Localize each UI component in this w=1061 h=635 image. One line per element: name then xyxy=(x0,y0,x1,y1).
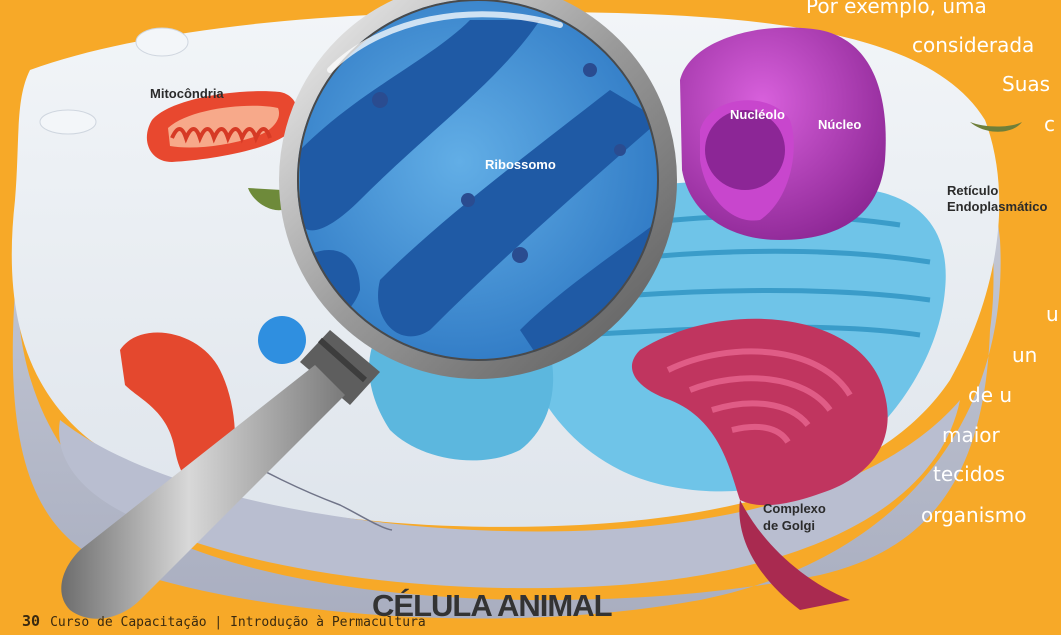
side-text-line: un xyxy=(1012,343,1037,367)
label-nucleolus: Nucléolo xyxy=(730,107,785,123)
side-text-line: Por exemplo, uma xyxy=(806,0,987,18)
side-text-line: maior xyxy=(942,423,1000,447)
label-golgi-line2: de Golgi xyxy=(763,518,815,534)
footer-text: Curso de Capacitação | Introdução à Perm… xyxy=(50,615,426,630)
label-golgi-line1: Complexo xyxy=(763,501,826,517)
side-text-line: de u xyxy=(968,383,1012,407)
side-text-line: organismo xyxy=(921,503,1026,527)
ribosome-dot xyxy=(512,247,528,263)
page-number: 30 xyxy=(22,612,40,630)
side-text-line: considerada xyxy=(912,33,1034,57)
nucleus-shape xyxy=(680,27,886,240)
side-text-line: Suas xyxy=(1002,72,1050,96)
label-mitochondria: Mitocôndria xyxy=(150,86,224,102)
vesicle-shape xyxy=(136,28,188,56)
lysosome-shape xyxy=(40,110,96,134)
label-nucleus: Núcleo xyxy=(818,117,861,133)
side-text-line: c xyxy=(1044,112,1055,136)
blue-organelle-shape xyxy=(258,316,306,364)
ribosome-dot xyxy=(614,144,626,156)
side-text-line: tecidos xyxy=(933,462,1005,486)
ribosome-dot xyxy=(461,193,475,207)
label-reticulum-line2: Endoplasmático xyxy=(947,199,1047,215)
ribosome-dot xyxy=(372,92,388,108)
ribosome-dot xyxy=(583,63,597,77)
side-text-line: u xyxy=(1046,302,1059,326)
label-ribosome: Ribossomo xyxy=(485,157,556,173)
label-reticulum-line1: Retículo xyxy=(947,183,998,199)
page-footer: 30 Curso de Capacitação | Introdução à Pe… xyxy=(22,612,426,630)
